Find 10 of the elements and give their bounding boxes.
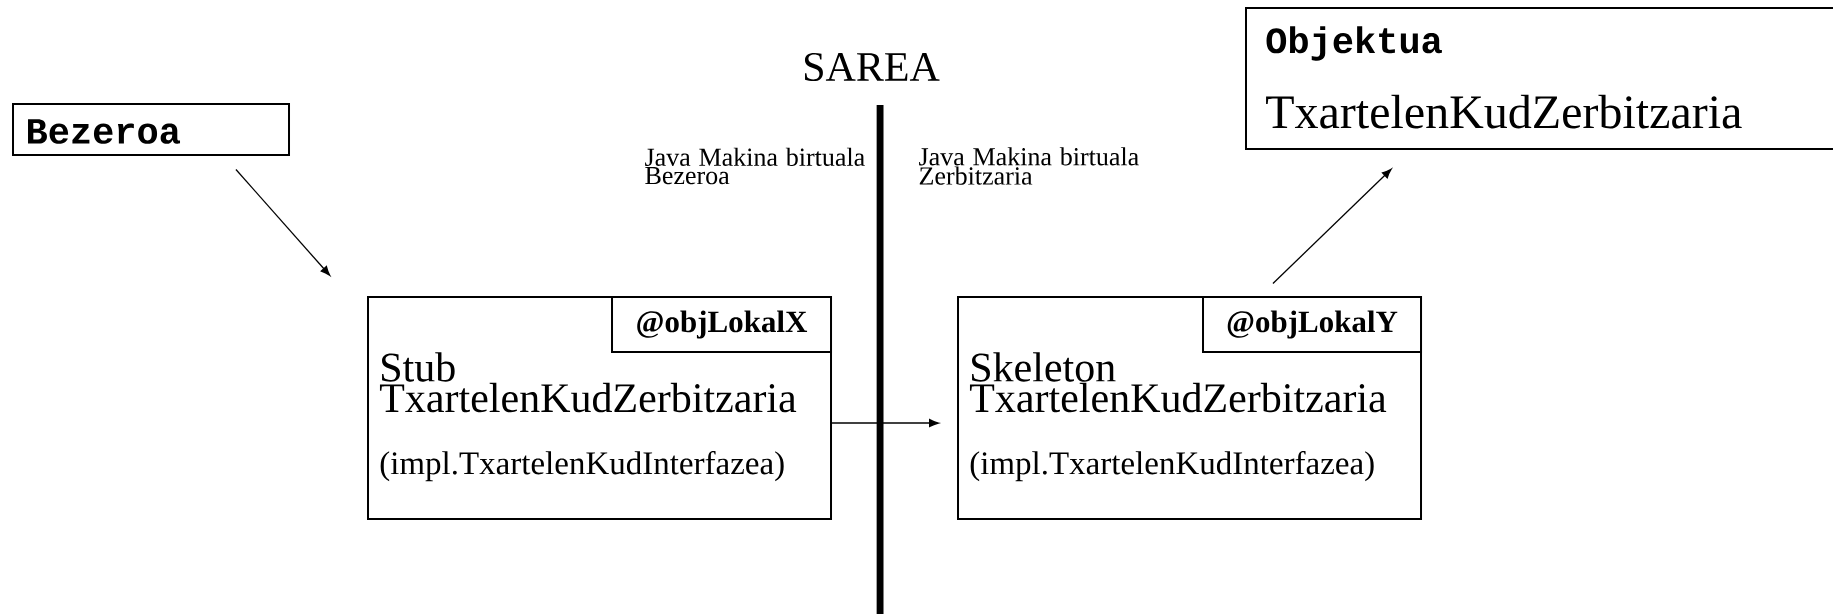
reference-tag: @objLokalY [1202,296,1422,353]
class-box: Bezeroa [12,103,290,156]
machine-label: Java Makina birtuala Bezeroa [645,147,865,185]
object-box: Objektua TxartelenKudZerbitzaria [1245,7,1833,150]
machine-label: Java Makina birtuala Zerbitzaria [919,147,1139,185]
arrow [831,419,939,428]
network-label: SAREA [804,52,940,82]
arrow [235,168,331,276]
reference-tag: @objLokalX [611,296,832,353]
arrow [1272,168,1392,285]
